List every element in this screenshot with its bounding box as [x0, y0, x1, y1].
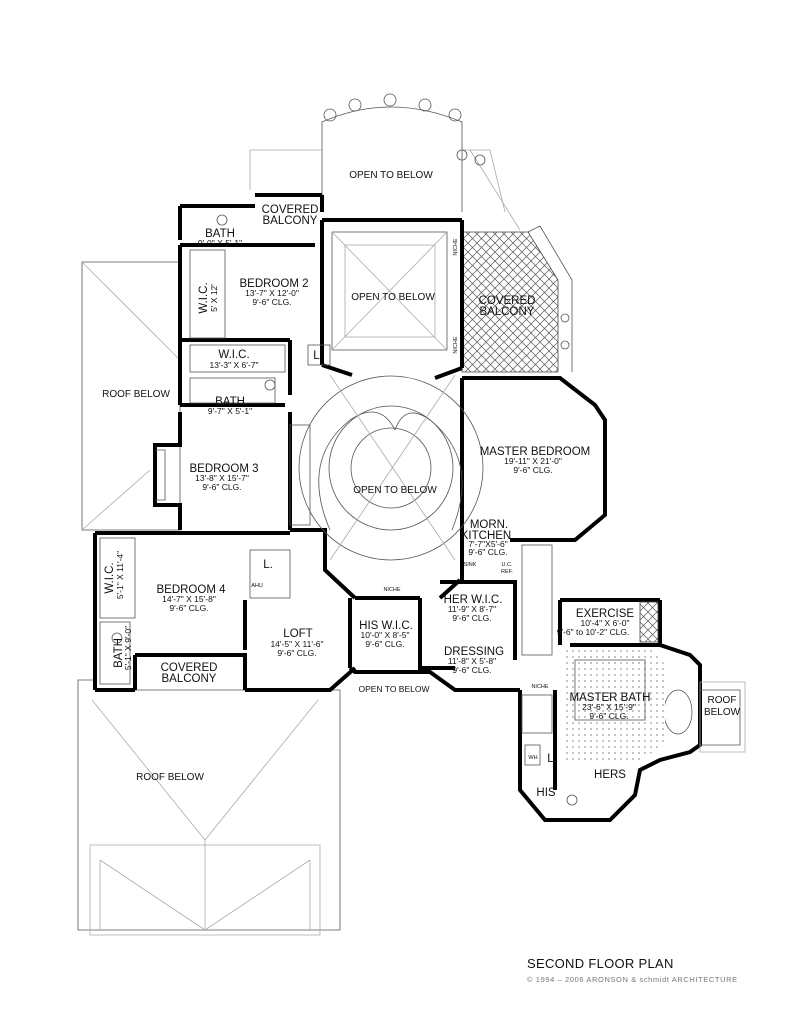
label-bath3-dim: 5'-1" X 9'-0"	[123, 626, 133, 670]
label-sink: SINK	[464, 562, 477, 568]
label-wic3-dim: 5'-1" X 11'-4"	[115, 551, 125, 599]
label-his-wic: HIS W.I.C.	[359, 620, 413, 632]
label-master-bedroom-dim: 19'-11" X 21'-0"	[504, 456, 562, 466]
label-master-bath-clg: 9'-6" CLG.	[589, 711, 628, 721]
label-master-bedroom-clg: 9'-6" CLG.	[513, 465, 552, 475]
plan-title: SECOND FLOOR PLAN	[527, 956, 674, 971]
label-covered-balcony-bottom-1: COVERED	[161, 662, 218, 674]
label-covered-balcony-bottom-2: BALCONY	[162, 673, 217, 685]
plan-caption: SECOND FLOOR PLAN © 1994 – 2006 ARONSON …	[527, 956, 797, 984]
label-covered-balcony-top-1: COVERED	[262, 204, 319, 216]
label-bedroom4-clg: 9'-6" CLG.	[169, 603, 208, 613]
label-niche2: NICHE	[453, 238, 459, 255]
label-bedroom3-clg: 9'-6" CLG.	[202, 482, 241, 492]
label-his-wic-clg: 9'-6" CLG.	[365, 639, 404, 649]
roof-bottom	[77, 679, 341, 936]
label-roof-below-right-2: BELOW	[704, 707, 741, 718]
label-master-bath-dim: 23'-6" X 15'-9"	[582, 702, 636, 712]
label-bedroom2: BEDROOM 2	[239, 278, 308, 290]
label-linen2: L.	[263, 559, 273, 571]
label-linen3: L.	[547, 753, 557, 765]
label-bath1-dim: 9'-0" X 5'-1"	[198, 238, 242, 248]
top-porch	[249, 93, 521, 231]
label-her-wic: HER W.I.C.	[444, 594, 503, 606]
label-morn-kitchen-clg: 9'-6" CLG.	[468, 547, 507, 557]
label-loft-dim: 14'-5" X 11'-6"	[270, 639, 323, 649]
label-covered-balcony-right-2: BALCONY	[480, 306, 535, 318]
label-bath2-dim: 9'-7" X 5'-1"	[208, 406, 252, 416]
label-bath2: BATH	[215, 396, 245, 408]
label-her-wic-dim: 11'-9" X 8'-7"	[448, 604, 496, 614]
label-his: HIS	[536, 787, 556, 799]
label-covered-balcony-top-2: BALCONY	[263, 215, 318, 227]
label-his-wic-dim: 10'-0" X 8'-5"	[361, 630, 410, 640]
label-loft-clg: 9'-6" CLG.	[277, 648, 316, 658]
label-uc-ref-1: U.C.	[502, 562, 513, 568]
label-wic3: W.I.C.	[104, 562, 116, 593]
label-wh: WH	[528, 755, 537, 761]
label-bedroom2-clg: 9'-6" CLG.	[252, 297, 291, 307]
label-niche1: NICHE	[383, 587, 400, 593]
label-loft: LOFT	[283, 628, 312, 640]
label-her-wic-clg: 9'-6" CLG.	[452, 613, 491, 623]
exterior-walls	[93, 193, 702, 822]
label-open-below-bottom: OPEN TO BELOW	[358, 684, 429, 694]
central-stair	[298, 231, 484, 561]
label-bedroom2-dim: 13'-7" X 12'-0"	[245, 288, 299, 298]
label-roof-below-left: ROOF BELOW	[102, 389, 170, 400]
label-morn-kitchen-1: MORN.	[470, 519, 508, 531]
label-bedroom4: BEDROOM 4	[156, 584, 226, 596]
label-open-below-mid: OPEN TO BELOW	[351, 292, 435, 303]
label-hers: HERS	[594, 769, 626, 781]
right-balcony	[461, 225, 573, 373]
label-bedroom3: BEDROOM 3	[189, 463, 258, 475]
label-morn-kitchen-dim: 7'-7"X5'-6"	[468, 539, 508, 549]
label-bedroom4-dim: 14'-7" X 15'-8"	[162, 594, 216, 604]
label-open-below-top: OPEN TO BELOW	[349, 170, 433, 181]
label-wic2-dim: 13'-3" X 6'-7"	[210, 360, 259, 370]
label-roof-below-right-1: ROOF	[708, 695, 737, 706]
label-wic2: W.I.C.	[218, 349, 249, 361]
label-dressing-dim: 11'-8" X 5'-8"	[448, 656, 496, 666]
label-morn-kitchen-2: KITCHEN	[461, 530, 511, 542]
label-dressing: DRESSING	[444, 646, 504, 658]
label-wic1: W.I.C.	[198, 282, 210, 313]
label-open-below-stair: OPEN TO BELOW	[353, 485, 437, 496]
label-roof-below-bottom: ROOF BELOW	[136, 772, 204, 783]
label-uc-ref-2: REF.	[501, 569, 513, 575]
label-dressing-clg: 9'-6" CLG.	[452, 665, 491, 675]
label-ahu: AHU	[251, 583, 263, 589]
label-niche4: NICHE	[531, 684, 548, 690]
label-wic1-dim: 5' X 12'	[209, 284, 219, 312]
label-niche3: NICHE	[453, 336, 459, 353]
label-bath1: BATH	[205, 228, 235, 240]
label-exercise-dim: 10'-4" X 6'-0"	[581, 618, 630, 628]
plan-copyright: © 1994 – 2006 ARONSON & schmidt ARCHITEC…	[527, 975, 738, 984]
label-bath3: BATH	[113, 638, 125, 668]
label-master-bedroom: MASTER BEDROOM	[480, 446, 591, 458]
room-labels: OPEN TO BELOW COVERED BALCONY BATH 9'-0"…	[102, 170, 741, 799]
label-exercise-clg: 9'-6" to 10'-2" CLG.	[557, 627, 630, 637]
label-linen1: L.	[313, 350, 323, 362]
label-exercise: EXERCISE	[576, 608, 634, 620]
label-master-bath: MASTER BATH	[570, 692, 651, 704]
label-covered-balcony-right-1: COVERED	[479, 295, 536, 307]
label-bedroom3-dim: 13'-8" X 15'-7"	[195, 473, 249, 483]
interior-details	[99, 214, 746, 806]
